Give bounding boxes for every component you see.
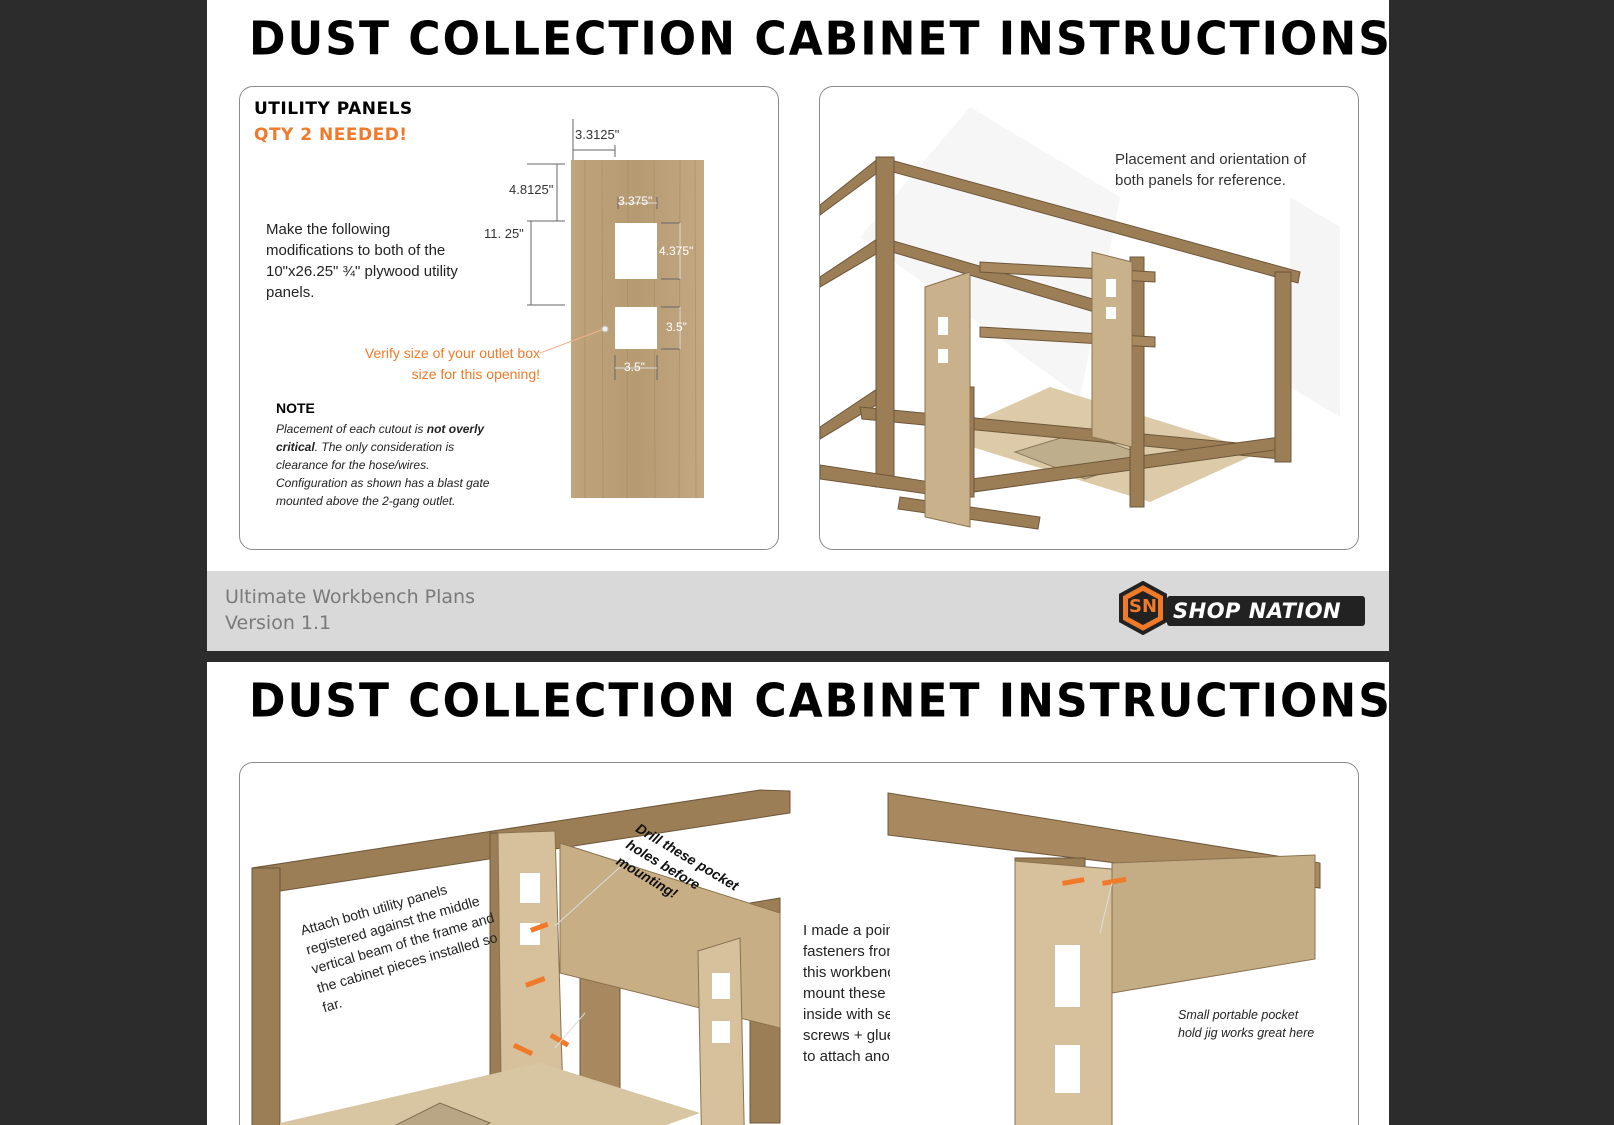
page-footer: Ultimate Workbench Plans Version 1.1 SN … — [207, 571, 1389, 651]
reference-caption-line1: Placement and orientation of — [1115, 151, 1306, 168]
dim-side-offset: 4.8125" — [509, 182, 554, 197]
dim-cutout-width: 3.375" — [618, 194, 653, 208]
footer-title: Ultimate Workbench Plans — [225, 586, 475, 608]
assembly-card: Drill these pocket holes before mounting… — [239, 762, 1359, 1125]
utility-panel-left — [924, 271, 971, 528]
dim-cutout-height: 4.375" — [659, 244, 694, 258]
note-text-a: Placement of each cutout is — [276, 422, 427, 436]
utility-panel-left — [497, 830, 565, 1125]
dim-outlet-offset: 11. 25" — [484, 226, 524, 241]
dim-top-offset: 3.3125" — [575, 127, 620, 142]
verify-leader — [539, 328, 605, 354]
page-title: DUST COLLECTION CABINET INSTRUCTIONS 5 — [249, 12, 1389, 67]
upper-cutout — [615, 223, 657, 279]
section-heading: UTILITY PANELS — [254, 99, 413, 119]
dim-outlet-height: 3.5" — [666, 320, 687, 334]
note-emphasis: not overly critical — [276, 422, 485, 454]
logo-text: SHOP NATION — [1173, 599, 1342, 623]
reference-caption: Placement and orientation of both panels… — [1115, 149, 1306, 191]
attach-render — [251, 789, 795, 1125]
reference-render-card: Placement and orientation of both panels… — [819, 86, 1359, 550]
logo-badge-text: SN — [1129, 596, 1158, 617]
reference-caption-line2: both panels for reference. — [1115, 172, 1286, 189]
pocket-hole-marks — [1062, 876, 1127, 886]
note-text-c: . The only consideration is clearance fo… — [276, 440, 490, 508]
jig-note: Small portable pocket hold jig works gre… — [1178, 1008, 1315, 1040]
pocket-hole-marks — [512, 921, 570, 1056]
page-title: DUST COLLECTION CABINET INSTRUCTIONS 6 — [249, 674, 1389, 729]
verify-warning-line1: Verify size of your outlet box — [364, 345, 540, 361]
shop-nation-logo: SN SHOP NATION — [1117, 580, 1369, 641]
note-heading: NOTE — [276, 400, 315, 416]
verify-warning: Verify size of your outlet box size for … — [330, 343, 540, 385]
utility-panel-card: UTILITY PANELS QTY 2 NEEDED! Make the fo… — [239, 86, 779, 550]
footer-version: Version 1.1 — [225, 612, 332, 634]
note-text: Placement of each cutout is not overly c… — [276, 420, 500, 510]
panel-drawing — [527, 119, 704, 499]
page-6: DUST COLLECTION CABINET INSTRUCTIONS 6 — [207, 662, 1389, 1125]
verify-warning-line2: size for this opening! — [411, 366, 540, 382]
frame-render — [820, 107, 1340, 530]
utility-panel-right — [1091, 251, 1133, 448]
closeup-render — [887, 792, 1321, 1125]
page-5: DUST COLLECTION CABINET INSTRUCTIONS 5 U… — [207, 0, 1389, 651]
quantity-label: QTY 2 NEEDED! — [254, 125, 408, 145]
instructions-text: Make the following modifications to both… — [266, 221, 458, 301]
dim-outlet-width: 3.5" — [624, 360, 645, 374]
cabinet-floor — [280, 1063, 700, 1125]
outlet-cutout — [615, 307, 657, 349]
logo-badge-icon — [1119, 580, 1365, 636]
